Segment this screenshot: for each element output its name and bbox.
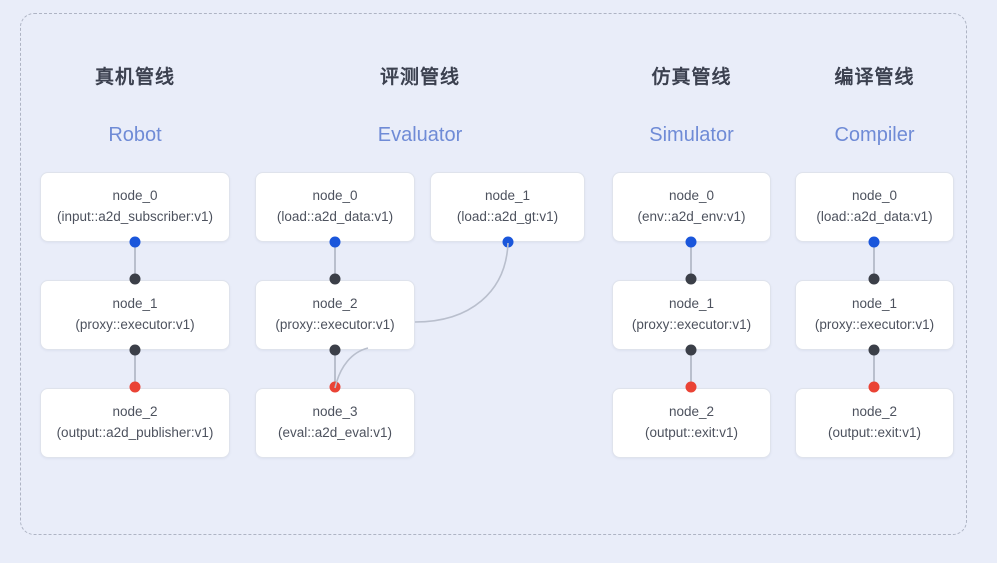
node-name: node_3 [312,404,358,420]
node-name: node_2 [668,404,715,420]
node-name: node_1 [484,188,531,204]
column-subtitle-evaluator: Evaluator [377,124,463,146]
port-connector-simulator-1-in[interactable] [685,273,697,285]
column-subtitle-robot: Robot [108,124,162,146]
node-spec: (load::a2d_data:v1) [276,209,394,224]
pipeline-column-simulator: 仿真管线 Simulator node_0 (env::a2d_env:v1) … [612,0,771,563]
node-box-robot-0[interactable]: node_0 (input::a2d_subscriber:v1) [40,172,230,242]
node-box-compiler-1[interactable]: node_1 (proxy::executor:v1) [795,280,954,350]
node-box-robot-2[interactable]: node_2 (output::a2d_publisher:v1) [40,388,230,458]
node-box-robot-1[interactable]: node_1 (proxy::executor:v1) [40,280,230,350]
node-spec: (load::a2d_data:v1) [816,209,933,224]
node-name: node_2 [851,404,898,420]
port-output-simulator-0[interactable] [685,236,697,248]
node-box-evaluator-side-gt[interactable]: node_1 (load::a2d_gt:v1) [430,172,585,242]
port-connector-evaluator-1-in[interactable] [329,273,341,285]
column-title-evaluator: 评测管线 [379,67,460,88]
node-spec: (load::a2d_gt:v1) [456,209,559,224]
port-output-evaluator-side-gt[interactable] [502,236,514,248]
port-terminal-robot-2[interactable] [129,381,141,393]
node-name: node_1 [112,296,158,312]
node-box-simulator-2[interactable]: node_2 (output::exit:v1) [612,388,771,458]
node-box-evaluator-2[interactable]: node_3 (eval::a2d_eval:v1) [255,388,415,458]
port-connector-simulator-1-out[interactable] [685,344,697,356]
port-connector-compiler-1-out[interactable] [868,344,880,356]
node-spec: (env::a2d_env:v1) [637,209,746,224]
edge-robot-1-2 [134,350,136,388]
port-terminal-compiler-2[interactable] [868,381,880,393]
pipeline-column-compiler: 编译管线 Compiler node_0 (load::a2d_data:v1)… [795,0,954,563]
column-subtitle-compiler: Compiler [834,124,915,146]
node-spec: (proxy::executor:v1) [814,317,935,332]
port-terminal-evaluator-2[interactable] [329,381,341,393]
port-output-compiler-0[interactable] [868,236,880,248]
diagram-dashed-frame [20,13,967,535]
node-spec: (output::exit:v1) [644,425,739,440]
edge-compiler-1-2 [873,350,875,388]
pipeline-column-robot: 真机管线 Robot node_0 (input::a2d_subscriber… [40,0,230,563]
port-connector-robot-1-in[interactable] [129,273,141,285]
port-connector-robot-1-out[interactable] [129,344,141,356]
port-terminal-simulator-2[interactable] [685,381,697,393]
node-spec: (proxy::executor:v1) [631,317,752,332]
column-title-compiler: 编译管线 [834,67,915,88]
port-connector-compiler-1-in[interactable] [868,273,880,285]
node-name: node_1 [851,296,898,312]
port-output-robot-0[interactable] [129,236,141,248]
node-name: node_0 [851,188,898,204]
node-spec: (proxy::executor:v1) [75,317,195,332]
edge-simulator-0-1 [690,242,692,280]
node-box-compiler-0[interactable]: node_0 (load::a2d_data:v1) [795,172,954,242]
edge-robot-0-1 [134,242,136,280]
node-name: node_2 [112,404,158,420]
column-subtitle-simulator: Simulator [649,124,734,146]
column-title-robot: 真机管线 [94,67,175,88]
port-output-evaluator-0[interactable] [329,236,341,248]
node-box-compiler-2[interactable]: node_2 (output::exit:v1) [795,388,954,458]
node-box-simulator-1[interactable]: node_1 (proxy::executor:v1) [612,280,771,350]
edge-compiler-0-1 [873,242,875,280]
node-name: node_1 [668,296,715,312]
node-name: node_2 [312,296,358,312]
node-box-evaluator-0[interactable]: node_0 (load::a2d_data:v1) [255,172,415,242]
node-name: node_0 [668,188,715,204]
port-connector-evaluator-1-out[interactable] [329,344,341,356]
node-box-simulator-0[interactable]: node_0 (env::a2d_env:v1) [612,172,771,242]
node-spec: (input::a2d_subscriber:v1) [56,209,214,224]
pipeline-column-evaluator: 评测管线 Evaluator node_0 (load::a2d_data:v1… [255,0,585,563]
column-title-simulator: 仿真管线 [651,67,732,88]
node-spec: (output::exit:v1) [827,425,922,440]
node-spec: (proxy::executor:v1) [275,317,395,332]
node-name: node_0 [312,188,358,204]
node-spec: (output::a2d_publisher:v1) [56,425,214,440]
edge-simulator-1-2 [690,350,692,388]
node-box-evaluator-1[interactable]: node_2 (proxy::executor:v1) [255,280,415,350]
node-name: node_0 [112,188,158,204]
edge-evaluator-0-1 [334,242,336,280]
node-spec: (eval::a2d_eval:v1) [277,425,393,440]
